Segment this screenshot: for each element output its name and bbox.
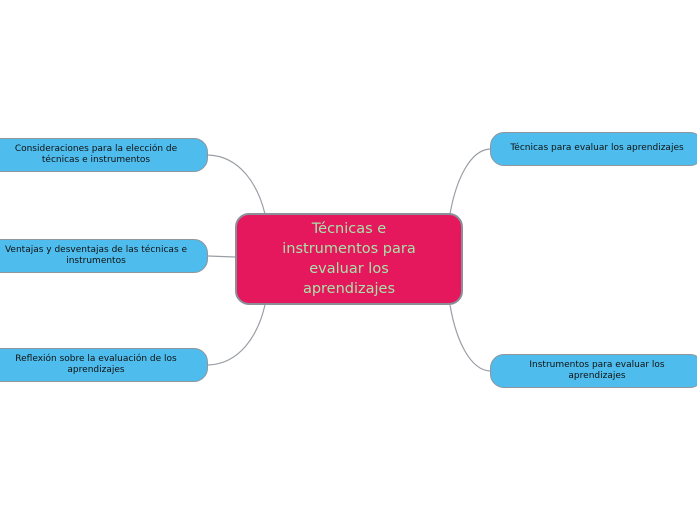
subtopic-reflexion-label: Reflexión sobre la evaluación de los apr… bbox=[15, 353, 177, 376]
connector-instrumentos bbox=[449, 304, 491, 372]
subtopic-consideraciones-label: Consideraciones para la elección de técn… bbox=[14, 143, 178, 166]
central-topic-label: Técnicas e instrumentos para evaluar los… bbox=[282, 221, 416, 297]
subtopic-instrumentos-label: Instrumentos para evaluar los aprendizaj… bbox=[529, 359, 665, 382]
subtopic-ventajas-label: Ventajas y desventajas de las técnicas e… bbox=[4, 244, 188, 267]
subtopic-consideraciones[interactable]: Consideraciones para la elección de técn… bbox=[0, 138, 208, 172]
connector-ventajas bbox=[207, 255, 236, 258]
subtopic-reflexion[interactable]: Reflexión sobre la evaluación de los apr… bbox=[0, 348, 208, 382]
connector-tecnicas bbox=[449, 148, 491, 215]
subtopic-ventajas[interactable]: Ventajas y desventajas de las técnicas e… bbox=[0, 239, 208, 273]
subtopic-tecnicas-label: Técnicas para evaluar los aprendizajes bbox=[510, 143, 684, 154]
central-topic[interactable]: Técnicas e instrumentos para evaluar los… bbox=[235, 213, 463, 305]
connector-reflexion bbox=[207, 304, 266, 366]
connector-consideraciones bbox=[207, 154, 266, 215]
subtopic-instrumentos[interactable]: Instrumentos para evaluar los aprendizaj… bbox=[490, 354, 697, 388]
subtopic-tecnicas[interactable]: Técnicas para evaluar los aprendizajes bbox=[490, 132, 697, 166]
